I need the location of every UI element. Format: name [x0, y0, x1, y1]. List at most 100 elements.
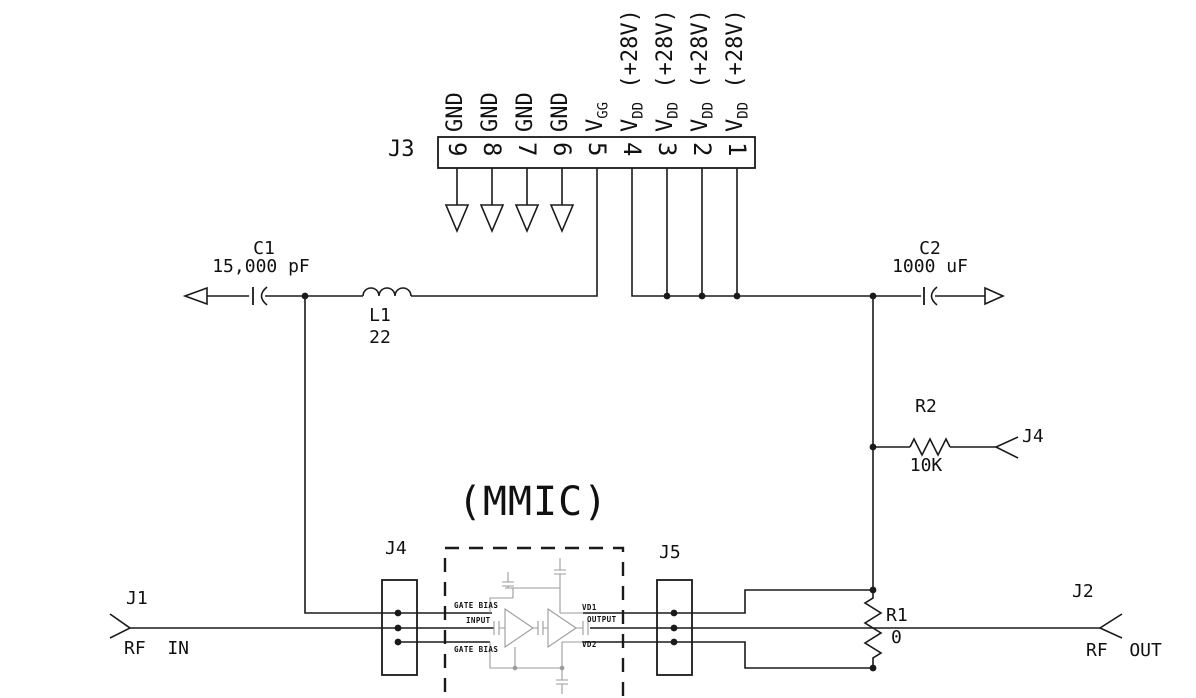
c1-value: 15,000 pF	[212, 256, 310, 277]
j3-pin-number-4: 4	[618, 142, 646, 157]
j2-label: RF OUT	[1086, 640, 1162, 661]
junction-dot	[733, 292, 741, 300]
r2-port-label: J4	[1022, 426, 1044, 447]
ground-symbol	[444, 204, 470, 234]
j3-pin-number-2: 2	[688, 142, 716, 157]
wire-gate-bias-drop	[304, 296, 492, 614]
ground-symbol	[479, 204, 505, 234]
j5-connector	[656, 579, 693, 676]
j3-pin-signal-5: VGG	[583, 101, 612, 132]
mmic-bypass-cap-2	[554, 558, 583, 614]
j5-label: J5	[659, 542, 681, 563]
j1-ref: J1	[126, 588, 148, 609]
mmic-title: (MMIC)	[457, 479, 609, 525]
wire-vd1	[583, 589, 873, 614]
j3-label: J3	[388, 137, 415, 162]
j1-label: RF IN	[124, 638, 190, 659]
mmic-amp-stage-1	[504, 607, 534, 649]
r1-ref: R1	[886, 605, 908, 626]
r1-value: 0	[891, 627, 902, 648]
l1-coil	[362, 287, 412, 297]
junction-dot	[869, 586, 877, 594]
l1-ref: L1	[369, 305, 391, 326]
c1-curved-plate	[260, 286, 268, 306]
gate-bias-rail	[182, 168, 598, 614]
mmic-port-output: OUTPUT	[587, 615, 617, 624]
r1-symbol	[863, 590, 883, 668]
j3-pin-signal-2: VDD (+28V)	[688, 9, 717, 132]
mmic-input-cap	[493, 621, 505, 635]
j4-chevron	[994, 436, 1019, 459]
mmic-node-dot	[512, 665, 518, 671]
r2-symbol	[909, 437, 951, 457]
mmic-bypass-cap-1	[502, 572, 514, 588]
junction-dots	[301, 292, 877, 672]
mmic-output-cap	[576, 621, 589, 635]
c1-ref: C1	[253, 238, 275, 259]
mmic-top-bias-line	[489, 587, 560, 613]
j3-pin-signal-9: GND	[443, 92, 468, 132]
mmic-internal-circuit	[489, 558, 589, 694]
c2-curved-plate	[930, 286, 938, 306]
ground-stubs	[456, 168, 563, 205]
c2-ref: C2	[919, 238, 941, 259]
j3-pin-number-3: 3	[653, 142, 681, 157]
j3-pin-number-8: 8	[478, 142, 506, 157]
junction-dot	[698, 292, 706, 300]
drain-rail	[583, 168, 1019, 669]
j3-pin-signal-6: GND	[548, 92, 573, 132]
c2-value: 1000 uF	[892, 256, 968, 277]
j3-pin-signal-4: VDD (+28V)	[618, 9, 647, 132]
junction-dot	[869, 292, 877, 300]
j2-ref: J2	[1072, 581, 1094, 602]
j3-pin-number-1: 1	[723, 142, 751, 157]
offboard-arrow-left	[182, 286, 208, 306]
mmic-port-input: INPUT	[466, 616, 491, 625]
j3-pin-number-5: 5	[583, 142, 611, 157]
j3-pin-signal-8: GND	[478, 92, 503, 132]
wire-vd2	[583, 641, 873, 669]
ground-symbol	[549, 204, 575, 234]
j3-pin-number-9: 9	[443, 142, 471, 157]
j3-pin-signal-1: VDD (+28V)	[723, 9, 752, 132]
j5-pin-dot	[670, 609, 678, 617]
mmic-bypass-cap-3	[556, 668, 568, 694]
junction-dot	[869, 443, 877, 451]
wire-vgg	[411, 168, 598, 297]
junction-dot	[301, 292, 309, 300]
junction-dot	[663, 292, 671, 300]
j4-pin-dot	[394, 624, 402, 632]
j4-connector	[381, 579, 418, 676]
j3-pin-number-7: 7	[513, 142, 541, 157]
mmic-amp-stage-2	[547, 607, 577, 649]
ground-symbol	[514, 204, 540, 234]
j5-pin-dot	[670, 624, 678, 632]
j1-chevron	[109, 613, 132, 639]
mmic-port-gate-bias-top: GATE BIAS	[454, 601, 499, 610]
vdd-pin-wires	[666, 168, 738, 296]
j4-body	[381, 579, 418, 676]
j3-pin-signal-3: VDD (+28V)	[653, 9, 682, 132]
mmic-dashed-outline	[443, 546, 625, 698]
mmic-port-vd2: VD2	[582, 640, 597, 649]
r2-value: 10K	[909, 455, 943, 476]
offboard-arrow-right	[984, 286, 1005, 306]
mmic-bottom-bias-line	[489, 641, 583, 669]
j4-pin-dot	[394, 638, 402, 646]
mmic-interstage-cap	[533, 621, 548, 635]
junction-dot	[869, 664, 877, 672]
j3-pin-number-6: 6	[548, 142, 576, 157]
wire-vdd-rail	[631, 168, 921, 297]
r2-ref: R2	[915, 396, 937, 417]
mmic-port-vd1: VD1	[582, 603, 597, 612]
j3-pin-signal-7: GND	[513, 92, 538, 132]
j5-body	[656, 579, 693, 676]
mmic-port-gate-bias-bottom: GATE BIAS	[454, 645, 499, 654]
j4-pin-dot	[394, 609, 402, 617]
mmic-block	[443, 546, 625, 698]
j5-pin-dot	[670, 638, 678, 646]
mmic-node-dot	[559, 665, 565, 671]
l1-value: 22	[369, 327, 391, 348]
j2-chevron	[1098, 613, 1123, 639]
